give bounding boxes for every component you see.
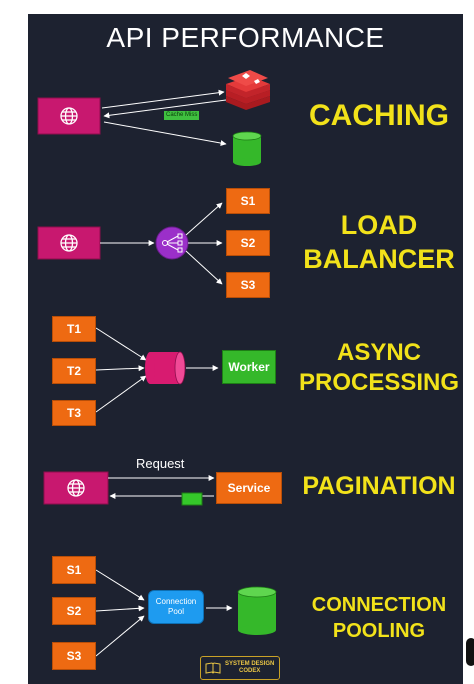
async-label: ASYNC PROCESSING: [296, 338, 462, 398]
pagination-label-line-1: PAGINATION: [302, 472, 456, 500]
database-icon: [232, 131, 262, 166]
book-icon: [205, 662, 221, 674]
pagination-service: Service: [216, 472, 282, 504]
system-design-codex-logo: SYSTEM DESIGN CODEX: [200, 656, 280, 680]
arrow-t3-to-queue: [95, 375, 147, 413]
arrow-to-database: [103, 121, 227, 146]
arrow-lb-to-s1: [185, 202, 223, 236]
cache-miss-label: Cache Miss: [164, 111, 200, 120]
caching-label-line-1: CACHING: [309, 99, 449, 132]
arrow-to-redis: [101, 89, 225, 109]
pool-server-s1: S1: [52, 556, 96, 584]
arrow-t2-to-queue: [95, 365, 145, 372]
lb-server-s2: S2: [226, 230, 270, 256]
globe-icon: [60, 234, 78, 252]
load-balancer-label-line-1: LOAD: [340, 210, 418, 240]
arrow-t1-to-queue: [95, 327, 147, 361]
pagination-section: [43, 471, 215, 506]
diagram-title: API PERFORMANCE: [106, 22, 385, 53]
async-section: [95, 327, 219, 413]
logo-text: SYSTEM DESIGN CODEX: [225, 661, 274, 675]
message-queue-icon: [145, 351, 186, 385]
logo-line-2: CODEX: [239, 668, 261, 674]
pool-server-s3: S3: [52, 642, 96, 670]
caching-client-box: [37, 97, 101, 135]
arrow-from-redis: [103, 99, 227, 119]
lb-server-s3: S3: [226, 272, 270, 298]
request-label: Request: [136, 456, 185, 471]
async-task-t2: T2: [52, 358, 96, 384]
pooling-label: CONNECTION POOLING: [296, 592, 462, 644]
redis-cache-icon: [226, 70, 270, 110]
connection-pool-box: Connection Pool: [148, 590, 204, 624]
load-balancer-label: LOAD BALANCER: [296, 208, 462, 276]
arrow-s2-to-pool: [95, 605, 145, 612]
load-balancer-label-line-2: BALANCER: [303, 244, 455, 274]
pooling-section: [95, 569, 277, 657]
pool-database-icon: [237, 586, 277, 635]
caching-label: CACHING: [296, 98, 462, 134]
arrow-lb-to-s3: [185, 250, 223, 285]
pagination-client-box: [43, 471, 109, 505]
lb-server-s1: S1: [226, 188, 270, 214]
globe-icon: [60, 107, 78, 125]
caching-section: [37, 70, 270, 166]
async-label-line-1: ASYNC: [336, 339, 421, 366]
edge-shape: [466, 638, 474, 666]
pagination-label: PAGINATION: [296, 470, 462, 502]
pooling-label-line-1: CONNECTION: [311, 594, 447, 616]
load-balancer-icon: [155, 226, 189, 260]
pool-server-s2: S2: [52, 597, 96, 625]
logo-line-1: SYSTEM DESIGN: [225, 661, 275, 667]
pooling-label-line-2: POOLING: [332, 620, 426, 642]
arrow-s3-to-pool: [95, 615, 145, 657]
page-chunk-icon: [181, 492, 203, 506]
arrow-s1-to-pool: [95, 569, 145, 601]
async-label-line-2: PROCESSING: [298, 369, 460, 396]
load-balancer-section: [37, 202, 223, 285]
async-task-t3: T3: [52, 400, 96, 426]
lb-client-box: [37, 226, 101, 260]
async-task-t1: T1: [52, 316, 96, 342]
globe-icon: [67, 479, 85, 497]
async-worker: Worker: [222, 350, 276, 384]
